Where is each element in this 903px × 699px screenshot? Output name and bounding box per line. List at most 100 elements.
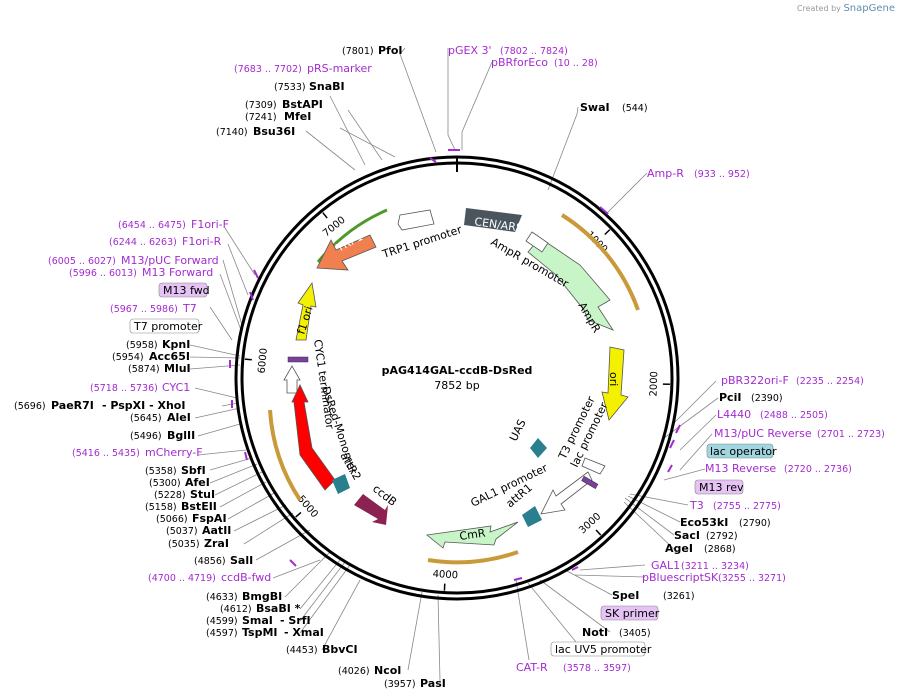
pbrforeco-primer[interactable]: pBRforEco xyxy=(491,56,548,69)
snabi-site[interactable]: SnaBI xyxy=(309,80,345,93)
credit-prefix: Created by xyxy=(796,4,841,13)
pspxi-xhoi-sites[interactable]: - PspXI - XhoI xyxy=(102,399,185,412)
feature-trp1-promoter[interactable] xyxy=(397,209,435,231)
lac-uv5-promoter-box[interactable] xyxy=(550,641,646,657)
tspmi-site[interactable]: TspMI xyxy=(242,626,278,639)
trp1-promoter-label: TRP1 promoter xyxy=(380,223,464,261)
pcii-site[interactable]: PciI xyxy=(719,391,741,404)
cat-r-primer[interactable]: CAT-R xyxy=(516,661,548,674)
eco53ki-site[interactable]: Eco53kI xyxy=(680,516,728,529)
pbr322ori-f-primer[interactable]: pBR322ori-F xyxy=(721,374,789,387)
mfei-pos: (7241) xyxy=(245,112,277,123)
smai-site[interactable]: SmaI xyxy=(242,614,273,627)
bsu36i-site[interactable]: Bsu36I xyxy=(253,125,295,138)
bglii-site[interactable]: BglII xyxy=(167,429,195,442)
mcherry-f-pos: (5416 .. 5435) xyxy=(72,448,140,459)
bbvci-site[interactable]: BbvCI xyxy=(322,643,358,656)
feature-f1-ori[interactable] xyxy=(295,281,317,341)
m13-reverse-primer[interactable]: M13 Reverse xyxy=(705,462,776,475)
feature-cmr[interactable] xyxy=(426,521,519,549)
t7-primer[interactable]: T7 xyxy=(182,302,197,315)
prs-marker-pos: (7683 .. 7702) xyxy=(234,64,302,75)
feature-dsred-monomer[interactable] xyxy=(291,384,336,491)
fspai-site[interactable]: FspAI xyxy=(192,512,227,525)
bmgbi-site[interactable]: BmgBI xyxy=(242,590,282,603)
feature-ori[interactable] xyxy=(601,346,629,421)
bsabi-site[interactable]: BsaBI * xyxy=(256,602,301,615)
marker-primer-left xyxy=(287,356,309,363)
pfoi-site[interactable]: PfoI xyxy=(378,44,403,57)
zrai-site[interactable]: ZraI xyxy=(204,537,229,550)
afei-pos: (5300) xyxy=(149,478,181,489)
kpni-pos: (5958) xyxy=(126,340,158,351)
sk-primer-box[interactable] xyxy=(600,605,659,621)
feature-ampr[interactable] xyxy=(527,237,615,331)
f1ori-r-pos: (6244 .. 6263) xyxy=(109,237,177,248)
feature-attr1[interactable] xyxy=(522,506,542,527)
pasi-site[interactable]: PasI xyxy=(420,677,446,690)
aatii-site[interactable]: AatII xyxy=(202,524,231,537)
cyc1-pos: (5718 .. 5736) xyxy=(90,383,158,394)
pbluescriptsk-pos: (3255 .. 3271) xyxy=(718,573,786,584)
lac-operator-box[interactable] xyxy=(706,443,774,459)
f1ori-f-primer[interactable]: F1ori-F xyxy=(191,218,229,231)
alei-site[interactable]: AleI xyxy=(167,411,191,424)
f1ori-f-pos: (6454 .. 6475) xyxy=(118,220,186,231)
kpni-site[interactable]: KpnI xyxy=(162,338,190,351)
lac-uv5-promoter-label: lac UV5 promoter xyxy=(555,643,652,656)
bsteii-site[interactable]: BstEII xyxy=(181,500,217,513)
t7-promoter-box[interactable] xyxy=(129,318,200,334)
bstapi-site[interactable]: BstAPI xyxy=(282,98,323,111)
srfi-site[interactable]: - SrfI xyxy=(280,614,311,627)
afei-site[interactable]: AfeI xyxy=(185,476,210,489)
pbluescriptsk-primer[interactable]: pBluescriptSK xyxy=(642,571,719,584)
ncoi-pos: (4026) xyxy=(338,666,370,677)
spei-site[interactable]: SpeI xyxy=(612,589,639,602)
cyc1-primer[interactable]: CYC1 xyxy=(162,381,190,394)
acc65i-site[interactable]: Acc65I xyxy=(149,350,190,363)
ncoi-site[interactable]: NcoI xyxy=(374,664,401,677)
sali-site[interactable]: SalI xyxy=(230,554,253,567)
saci-site[interactable]: SacI xyxy=(674,529,700,542)
l4440-primer[interactable]: L4440 xyxy=(717,408,751,421)
t7-promoter-label: T7 promoter xyxy=(133,320,203,333)
m13-forward-pos: (5996 .. 6013) xyxy=(69,268,137,279)
t3-primer[interactable]: T3 xyxy=(689,499,704,512)
feature-cen-ars[interactable] xyxy=(464,208,522,232)
tick-mark-5000 xyxy=(295,511,302,518)
paer7i-site[interactable]: PaeR7I xyxy=(51,399,94,412)
agei-site[interactable]: AgeI xyxy=(665,542,693,555)
noti-site[interactable]: NotI xyxy=(582,626,608,639)
tick-mark-3000 xyxy=(595,529,602,536)
gal1-primer[interactable]: GAL1 xyxy=(651,559,680,572)
prs-marker-primer[interactable]: pRS-marker xyxy=(307,62,372,75)
tick-mark-1000 xyxy=(604,229,611,236)
stui-site[interactable]: StuI xyxy=(190,488,215,501)
m13-rev-box[interactable] xyxy=(694,479,744,495)
sbfi-site[interactable]: SbfI xyxy=(181,464,206,477)
feature-lac-promoter[interactable] xyxy=(581,457,606,475)
ccdb-fwd-primer[interactable]: ccdB-fwd xyxy=(221,571,271,584)
m13-forward-primer[interactable]: M13 Forward xyxy=(142,266,213,279)
mfei-site[interactable]: MfeI xyxy=(284,110,311,123)
feature-ccdb[interactable] xyxy=(354,494,388,525)
primer-bar-cmr xyxy=(427,550,519,565)
f1ori-r-primer[interactable]: F1ori-R xyxy=(182,235,222,248)
stui-pos: (5228) xyxy=(154,490,186,501)
feature-ampr-promoter[interactable] xyxy=(525,231,549,253)
xmai-site[interactable]: - XmaI xyxy=(284,626,324,639)
mlui-site[interactable]: MluI xyxy=(164,362,191,375)
amp-r-primer[interactable]: Amp-R xyxy=(647,167,684,180)
m13puc-fwd-primer[interactable]: M13/pUC Forward xyxy=(121,254,219,267)
feature-uas[interactable] xyxy=(530,438,547,458)
m13puc-rev-primer[interactable]: M13/pUC Reverse xyxy=(714,427,812,440)
swai-site[interactable]: SwaI xyxy=(580,101,610,114)
mcherry-f-primer[interactable]: mCherry-F xyxy=(145,446,203,459)
feature-cyc1-terminator[interactable] xyxy=(283,365,301,394)
feature-attr2[interactable] xyxy=(332,474,350,494)
cat-r-pos: (3578 .. 3597) xyxy=(563,663,631,674)
pgex3-primer[interactable]: pGEX 3' xyxy=(448,44,492,57)
feature-trp1[interactable] xyxy=(316,234,377,271)
feature-gal1-promoter[interactable] xyxy=(540,471,593,515)
m13-fwd-box[interactable] xyxy=(158,282,208,298)
